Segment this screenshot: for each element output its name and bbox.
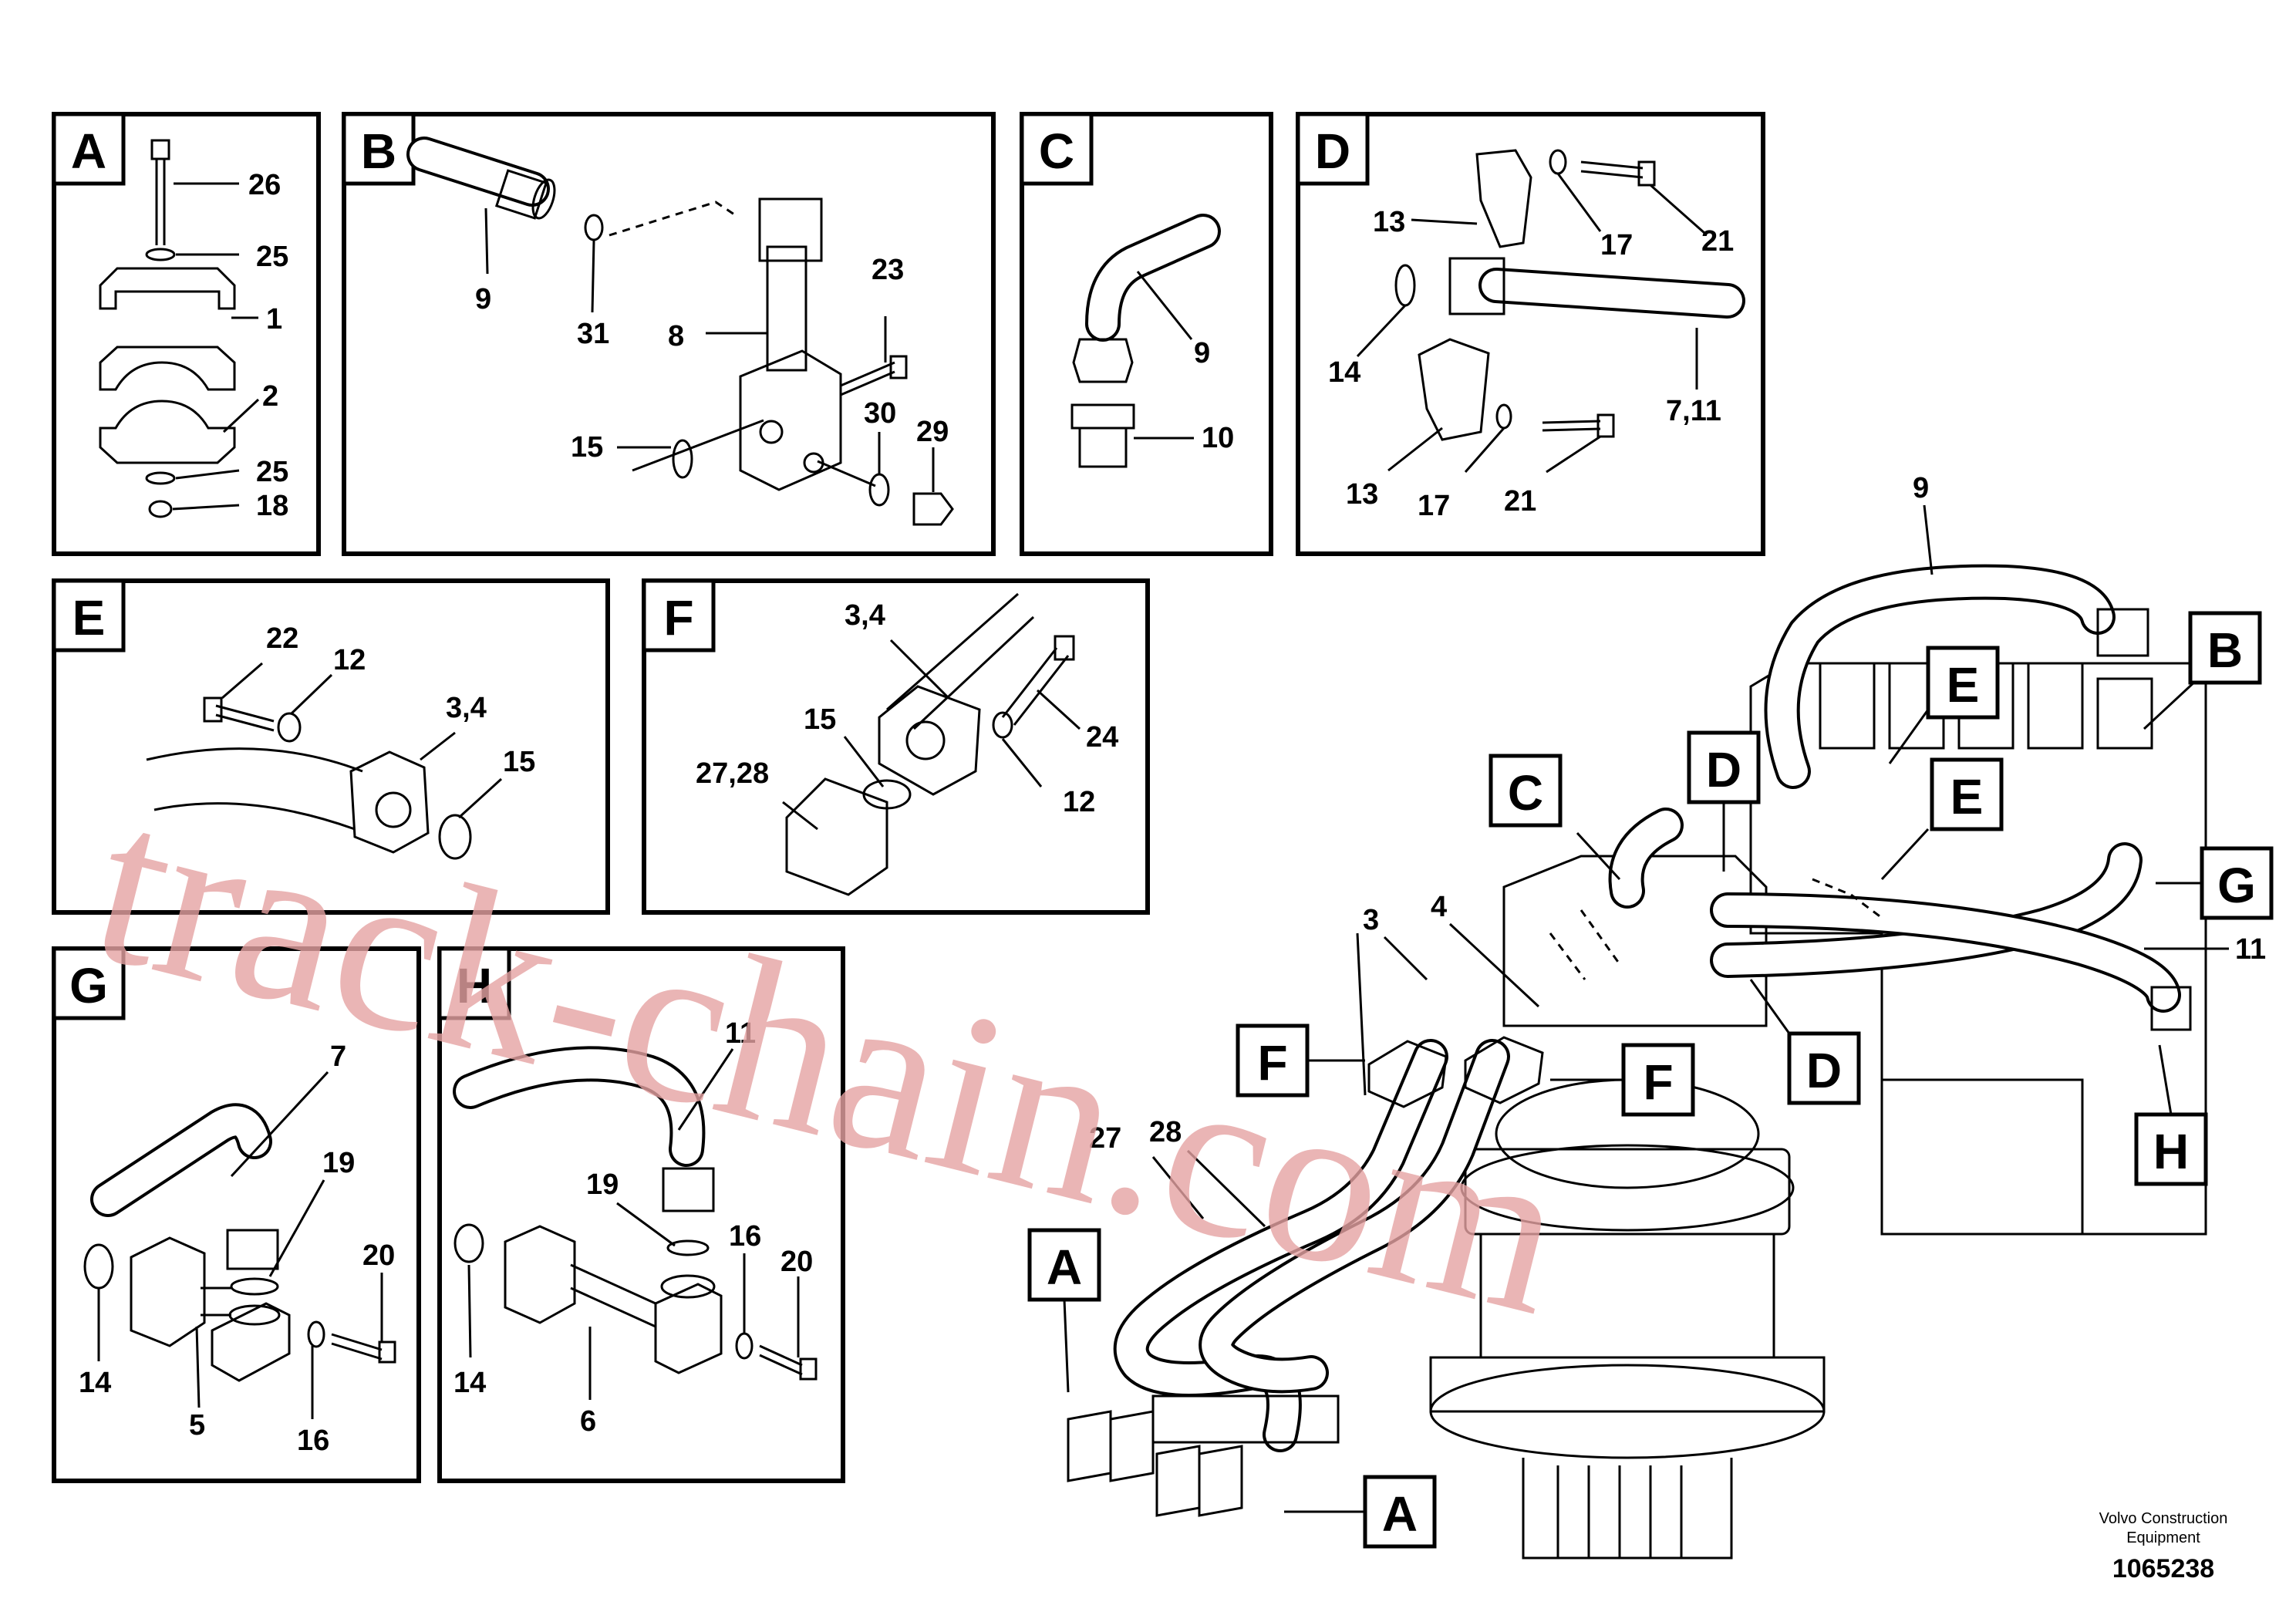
- panel-g-letter: G: [69, 958, 108, 1013]
- label-9-c: 9: [1194, 337, 1210, 369]
- label-19-h: 19: [586, 1168, 619, 1201]
- label-29: 29: [916, 416, 949, 448]
- label-15-f: 15: [804, 703, 836, 736]
- main-tag-e-top: E: [1947, 657, 1980, 713]
- label-17-bottom: 17: [1418, 490, 1450, 522]
- label-22: 22: [266, 622, 298, 655]
- footer: Volvo Construction Equipment 1065238: [2099, 1510, 2228, 1583]
- label-14-h: 14: [453, 1367, 486, 1399]
- control-valve: [1502, 662, 2207, 1236]
- panel-a: A 26 25 1 2 25 18: [52, 112, 321, 556]
- panel-a-letter: A: [71, 123, 106, 179]
- panel-h: H 11 19 16 20 14 6: [437, 946, 845, 1483]
- panel-f: F 3,4 15 24 27,28 12: [642, 578, 1150, 915]
- main-label-4: 4: [1431, 891, 1447, 923]
- label-19-g: 19: [322, 1147, 355, 1179]
- main-tag-d-top: D: [1706, 742, 1741, 798]
- main-tag-e-bottom: E: [1950, 769, 1984, 824]
- label-3-4-e: 3,4: [446, 692, 487, 724]
- label-15-e: 15: [503, 746, 535, 778]
- label-12-f: 12: [1063, 786, 1095, 818]
- label-6: 6: [580, 1405, 596, 1438]
- swing-motor: [1429, 1078, 1826, 1560]
- label-25-bottom: 25: [256, 456, 288, 488]
- label-31: 31: [577, 318, 609, 350]
- panel-b: B 9 31 8 23 15 30 29: [342, 112, 996, 556]
- main-tag-c: C: [1508, 765, 1543, 821]
- main-tag-d-bottom: D: [1806, 1043, 1842, 1098]
- label-8: 8: [668, 320, 684, 352]
- main-tag-g: G: [2217, 858, 2256, 913]
- panel-d-letter: D: [1315, 123, 1350, 179]
- drawing-number: 1065238: [2112, 1554, 2214, 1583]
- label-14-d: 14: [1328, 356, 1360, 389]
- main-tag-a-bottom: A: [1382, 1486, 1418, 1542]
- label-2: 2: [262, 380, 278, 413]
- label-26: 26: [248, 169, 281, 201]
- panel-h-letter: H: [457, 958, 492, 1013]
- main-label-9: 9: [1913, 472, 1929, 504]
- label-20-g: 20: [362, 1239, 395, 1272]
- panel-c: C 9 10: [1020, 112, 1273, 556]
- panel-f-letter: F: [663, 590, 693, 646]
- main-tag-f-right: F: [1643, 1054, 1673, 1110]
- label-11-h: 11: [725, 1017, 756, 1050]
- main-tags: C D E E B G F F D H A A: [1027, 611, 2274, 1549]
- label-5: 5: [189, 1409, 205, 1442]
- main-assembly: 9 3 4 11 27 28: [1063, 472, 2266, 1560]
- label-17-top: 17: [1600, 229, 1633, 261]
- company-line-2: Equipment: [2126, 1529, 2200, 1546]
- panel-g: G 7 19 20 14 5 16: [52, 946, 421, 1483]
- label-12-e: 12: [333, 644, 366, 676]
- main-label-28: 28: [1149, 1116, 1182, 1148]
- label-24: 24: [1086, 721, 1118, 754]
- panel-e: E 22 12 3,4 15: [52, 578, 610, 915]
- label-25-top: 25: [256, 241, 288, 273]
- label-7-g: 7: [330, 1040, 346, 1073]
- panel-b-letter: B: [361, 123, 396, 179]
- label-10: 10: [1202, 422, 1234, 454]
- main-tag-b: B: [2207, 622, 2243, 678]
- panel-e-letter: E: [72, 590, 106, 646]
- label-1: 1: [266, 303, 282, 336]
- label-3-4-f: 3,4: [845, 599, 885, 632]
- label-13-top: 13: [1373, 206, 1405, 238]
- label-20-h: 20: [781, 1246, 813, 1278]
- main-tag-a-left: A: [1047, 1239, 1082, 1295]
- label-16-g: 16: [297, 1425, 329, 1457]
- label-14-g: 14: [79, 1367, 111, 1399]
- label-18: 18: [256, 490, 288, 522]
- label-13-bottom: 13: [1346, 478, 1378, 511]
- label-15: 15: [571, 431, 603, 464]
- main-label-3: 3: [1363, 904, 1379, 936]
- main-tag-h: H: [2153, 1124, 2189, 1179]
- label-7-11: 7,11: [1666, 395, 1721, 427]
- panel-d: D 13 17 21 14 7,11 13 17 21: [1296, 112, 1765, 556]
- company-line-1: Volvo Construction: [2099, 1510, 2228, 1527]
- label-21-bottom: 21: [1504, 485, 1536, 518]
- label-27-28: 27,28: [696, 757, 769, 790]
- main-tag-f-left: F: [1257, 1035, 1287, 1091]
- main-label-27: 27: [1089, 1122, 1121, 1155]
- label-21-top: 21: [1701, 225, 1734, 258]
- label-23: 23: [872, 254, 904, 286]
- main-label-11: 11: [2235, 933, 2266, 966]
- label-30: 30: [864, 397, 896, 430]
- label-9: 9: [475, 283, 491, 315]
- panel-c-letter: C: [1039, 123, 1074, 179]
- label-16-h: 16: [729, 1220, 761, 1253]
